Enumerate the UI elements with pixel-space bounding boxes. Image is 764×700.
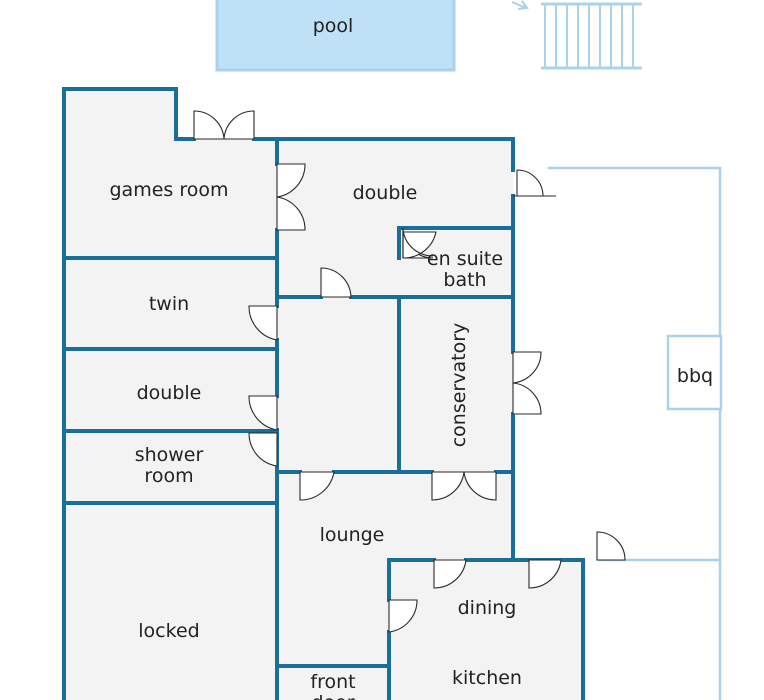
label-conservatory: conservatory [448, 323, 470, 448]
label-front-door-1: front [310, 671, 355, 693]
label-bbq: bbq [677, 365, 713, 387]
walls [62, 87, 585, 700]
label-twin: twin [149, 293, 189, 315]
label-locked: locked [138, 620, 199, 642]
label-double-top: double [353, 182, 418, 204]
label-shower-2: room [144, 465, 193, 487]
label-lounge: lounge [320, 524, 385, 546]
steps [541, 2, 642, 70]
label-shower-1: shower [135, 444, 204, 466]
floors [64, 89, 583, 700]
label-kitchen: kitchen [452, 667, 522, 689]
label-en-suite-1: en suite [427, 248, 503, 270]
arrow-icon [511, 0, 529, 10]
pool-area [215, 0, 456, 72]
label-en-suite-2: bath [443, 269, 486, 291]
label-double-mid: double [137, 382, 202, 404]
label-dining: dining [458, 597, 517, 619]
bbq-box [666, 334, 723, 411]
label-front-door-2: door [311, 692, 354, 700]
labels: pool games room double en suite bath twi… [110, 15, 714, 700]
pool [215, 0, 456, 72]
label-games-room: games room [110, 179, 229, 201]
doors [193, 110, 626, 633]
label-pool: pool [313, 15, 354, 37]
